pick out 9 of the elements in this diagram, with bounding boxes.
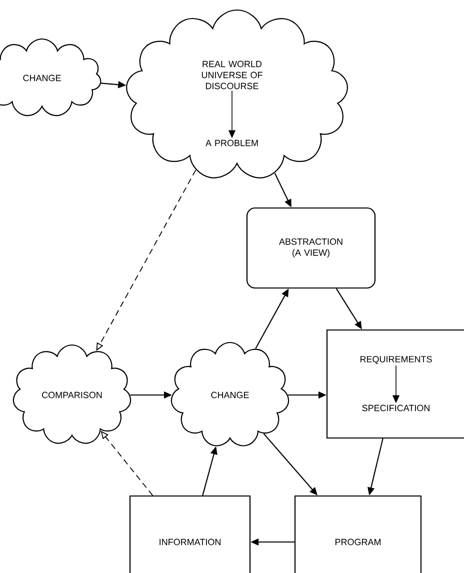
node-label: SPECIFICATION xyxy=(362,404,430,412)
process-box xyxy=(326,329,464,439)
node-label: A PROBLEM xyxy=(206,140,258,146)
process-box: INFORMATION xyxy=(129,495,251,573)
process-box: PROGRAM xyxy=(294,495,422,573)
node-label: REAL WORLD UNIVERSE OF DISCOURSE xyxy=(202,60,262,90)
cloud-shape xyxy=(126,9,348,178)
node-label: REQUIREMENTS xyxy=(360,356,432,364)
rounded-box: ABSTRACTION (A VIEW) xyxy=(246,207,376,289)
